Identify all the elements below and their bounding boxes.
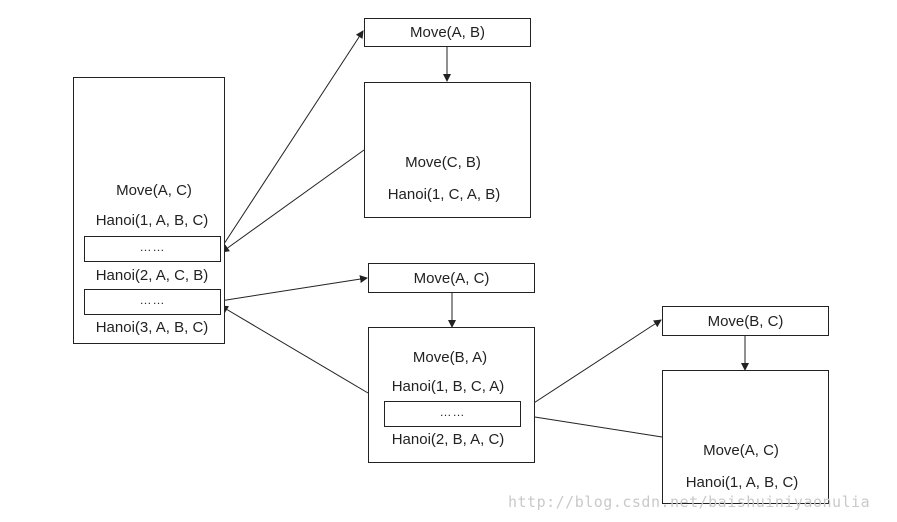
top-frame-line-move: Move(C, B) [405, 154, 481, 171]
arrow-middle-to-right-move [519, 319, 662, 413]
left-frame-slot-2: …… [84, 289, 221, 315]
middle-frame [368, 327, 535, 463]
top-move-box: Move(A, B) [364, 18, 531, 47]
middle-frame-slot: …… [384, 401, 521, 427]
arrow-left-to-middle-move [219, 275, 368, 302]
right-frame-line-move: Move(A, C) [703, 442, 779, 459]
left-frame-slot-1: …… [84, 236, 221, 262]
right-move-box: Move(B, C) [662, 306, 829, 336]
top-frame-line-hanoi: Hanoi(1, C, A, B) [387, 186, 501, 203]
arrow-top-frame-return [221, 149, 365, 253]
left-frame-line-hanoi-3: Hanoi(3, A, B, C) [95, 319, 209, 336]
middle-frame-line-move: Move(B, A) [412, 349, 488, 366]
arrow-middle-frame-return [220, 305, 369, 394]
arrow-right-frame-return [521, 412, 663, 438]
top-frame [364, 82, 531, 218]
middle-frame-line-hanoi-2: Hanoi(2, B, A, C) [391, 431, 505, 448]
middle-move-box: Move(A, C) [368, 263, 535, 293]
left-frame-line-hanoi-1: Hanoi(1, A, B, C) [95, 212, 209, 229]
middle-frame-line-hanoi-1: Hanoi(1, B, C, A) [391, 378, 505, 395]
right-frame-line-hanoi: Hanoi(1, A, B, C) [685, 474, 799, 491]
left-frame-line-move: Move(A, C) [116, 182, 192, 199]
left-frame-line-hanoi-2: Hanoi(2, A, C, B) [95, 267, 209, 284]
arrow-left-to-top-move [219, 30, 364, 251]
watermark: http://blog.csdn.net/baishuiniyaonulia [508, 493, 871, 511]
right-frame [662, 370, 829, 504]
